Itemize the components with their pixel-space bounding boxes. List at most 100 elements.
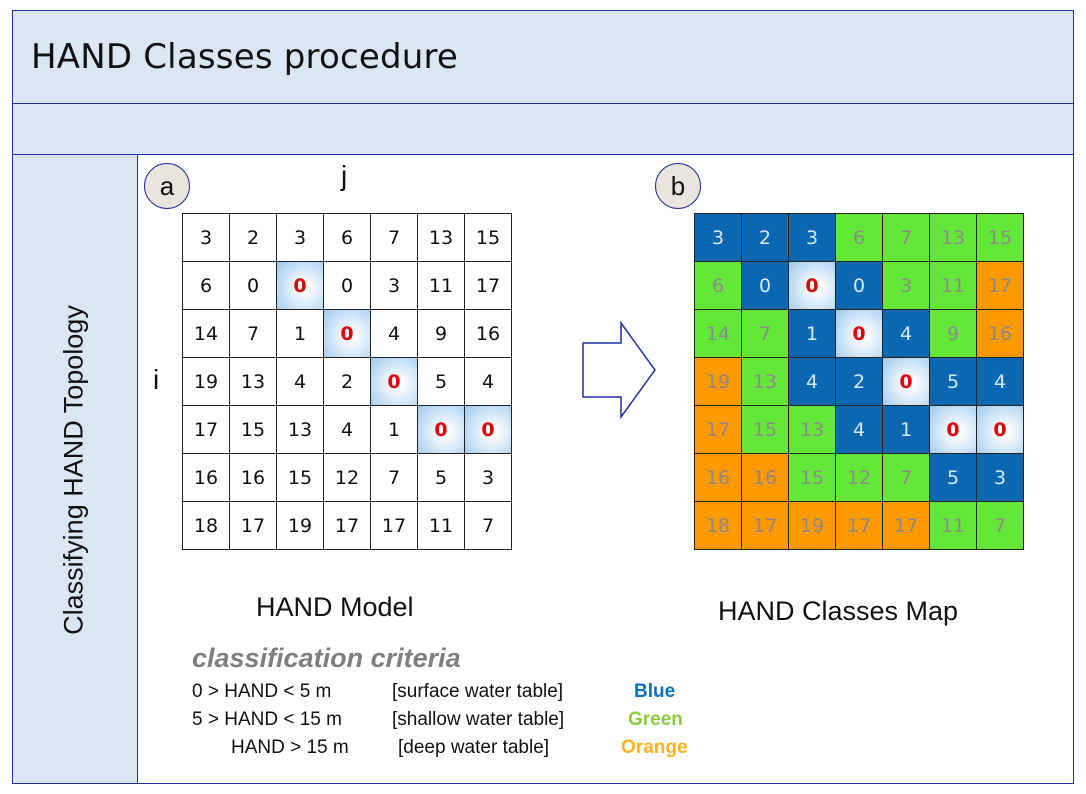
criteria-desc-1: [surface water table]	[392, 681, 564, 702]
hand-model-cell: 15	[230, 406, 277, 454]
hand-model-cell: 6	[324, 214, 371, 262]
hand-class-cell-blue: 4	[883, 310, 930, 358]
hand-class-cell-green: 14	[695, 310, 742, 358]
hand-class-cell-blue: 2	[742, 214, 789, 262]
page-title: HAND Classes procedure	[31, 37, 459, 77]
hand-model-cell: 4	[465, 358, 512, 406]
criteria-class-blue: Blue	[634, 681, 676, 702]
criteria-desc-3: [deep water table]	[398, 737, 550, 758]
hand-model-cell: 17	[465, 262, 512, 310]
hand-class-cell-green: 15	[742, 406, 789, 454]
hand-model-cell: 3	[277, 214, 324, 262]
hand-class-cell-green: 13	[930, 214, 977, 262]
hand-class-cell-orange: 16	[742, 454, 789, 502]
hand-model-cell: 4	[277, 358, 324, 406]
side-label: Classifying HAND Topology	[58, 305, 89, 635]
hand-class-cell-green: 13	[742, 358, 789, 406]
hand-model-cell: 0	[277, 262, 324, 310]
hand-model-cell: 3	[183, 214, 230, 262]
hand-model-cell: 0	[230, 262, 277, 310]
hand-class-cell-drain: 0	[883, 358, 930, 406]
hand-class-cell-orange: 17	[977, 262, 1024, 310]
hand-class-cell-orange: 19	[789, 502, 836, 550]
hand-model-cell: 9	[418, 310, 465, 358]
hand-model-cell: 17	[371, 502, 418, 550]
hand-model-cell: 6	[183, 262, 230, 310]
hand-model-cell: 14	[183, 310, 230, 358]
hand-class-cell-blue: 5	[930, 358, 977, 406]
hand-model-cell: 11	[418, 502, 465, 550]
hand-class-cell-blue: 5	[930, 454, 977, 502]
hand-class-cell-green: 6	[836, 214, 883, 262]
hand-model-cell: 7	[371, 454, 418, 502]
hand-class-cell-green: 15	[789, 454, 836, 502]
badge-b: b	[655, 163, 701, 209]
hand-class-cell-green: 7	[742, 310, 789, 358]
hand-model-cell: 3	[465, 454, 512, 502]
hand-model-cell: 17	[230, 502, 277, 550]
hand-model-cell: 13	[277, 406, 324, 454]
hand-model-cell: 5	[418, 454, 465, 502]
hand-model-cell: 7	[465, 502, 512, 550]
hand-model-cell: 7	[230, 310, 277, 358]
hand-model-cell: 2	[230, 214, 277, 262]
hand-model-cell: 17	[324, 502, 371, 550]
hand-class-cell-drain: 0	[977, 406, 1024, 454]
hand-model-cell: 15	[277, 454, 324, 502]
hand-class-cell-green: 3	[883, 262, 930, 310]
hand-class-cell-drain: 0	[930, 406, 977, 454]
hand-model-cell: 3	[371, 262, 418, 310]
axis-label-j: j	[341, 160, 348, 191]
hand-class-cell-orange: 17	[742, 502, 789, 550]
hand-class-cell-blue: 3	[977, 454, 1024, 502]
hand-class-cell-orange: 16	[695, 454, 742, 502]
hand-class-cell-orange: 18	[695, 502, 742, 550]
hand-model-cell: 13	[418, 214, 465, 262]
hand-model-cell: 0	[324, 262, 371, 310]
hand-class-cell-orange: 17	[695, 406, 742, 454]
hand-class-cell-blue: 4	[977, 358, 1024, 406]
hand-model-cell: 0	[418, 406, 465, 454]
hand-model-cell: 1	[371, 406, 418, 454]
hand-model-cell: 0	[324, 310, 371, 358]
criteria-class-green: Green	[628, 709, 683, 730]
hand-model-cell: 19	[277, 502, 324, 550]
criteria-condition-3: HAND > 15 m	[231, 737, 349, 758]
hand-class-cell-blue: 3	[789, 214, 836, 262]
hand-class-cell-orange: 16	[977, 310, 1024, 358]
badge-a: a	[144, 163, 190, 209]
side-panel	[12, 154, 138, 784]
hand-class-cell-blue: 4	[836, 406, 883, 454]
hand-model-cell: 7	[371, 214, 418, 262]
hand-model-cell: 12	[324, 454, 371, 502]
hand-class-cell-green: 11	[930, 262, 977, 310]
hand-class-cell-green: 9	[930, 310, 977, 358]
hand-class-cell-blue: 3	[695, 214, 742, 262]
hand-class-cell-orange: 19	[695, 358, 742, 406]
subtitle-bar	[12, 103, 1074, 155]
hand-model-cell: 0	[371, 358, 418, 406]
hand-class-cell-green: 6	[695, 262, 742, 310]
hand-model-cell: 4	[324, 406, 371, 454]
hand-class-cell-green: 7	[883, 214, 930, 262]
criteria-title: classification criteria	[192, 643, 461, 673]
hand-class-cell-orange: 17	[883, 502, 930, 550]
hand-class-cell-blue: 0	[742, 262, 789, 310]
hand-class-cell-blue: 1	[883, 406, 930, 454]
hand-model-cell: 17	[183, 406, 230, 454]
hand-model-cell: 2	[324, 358, 371, 406]
caption-hand-model: HAND Model	[256, 592, 414, 622]
hand-class-cell-green: 12	[836, 454, 883, 502]
hand-model-cell: 18	[183, 502, 230, 550]
hand-model-cell: 5	[418, 358, 465, 406]
criteria-class-orange: Orange	[621, 737, 688, 758]
right-arrow-icon	[582, 320, 656, 420]
hand-model-cell: 16	[230, 454, 277, 502]
hand-class-cell-drain: 0	[836, 310, 883, 358]
hand-class-cell-orange: 17	[836, 502, 883, 550]
criteria-desc-2: [shallow water table]	[392, 709, 565, 730]
hand-class-cell-blue: 0	[836, 262, 883, 310]
caption-hand-classes-map: HAND Classes Map	[718, 596, 959, 626]
